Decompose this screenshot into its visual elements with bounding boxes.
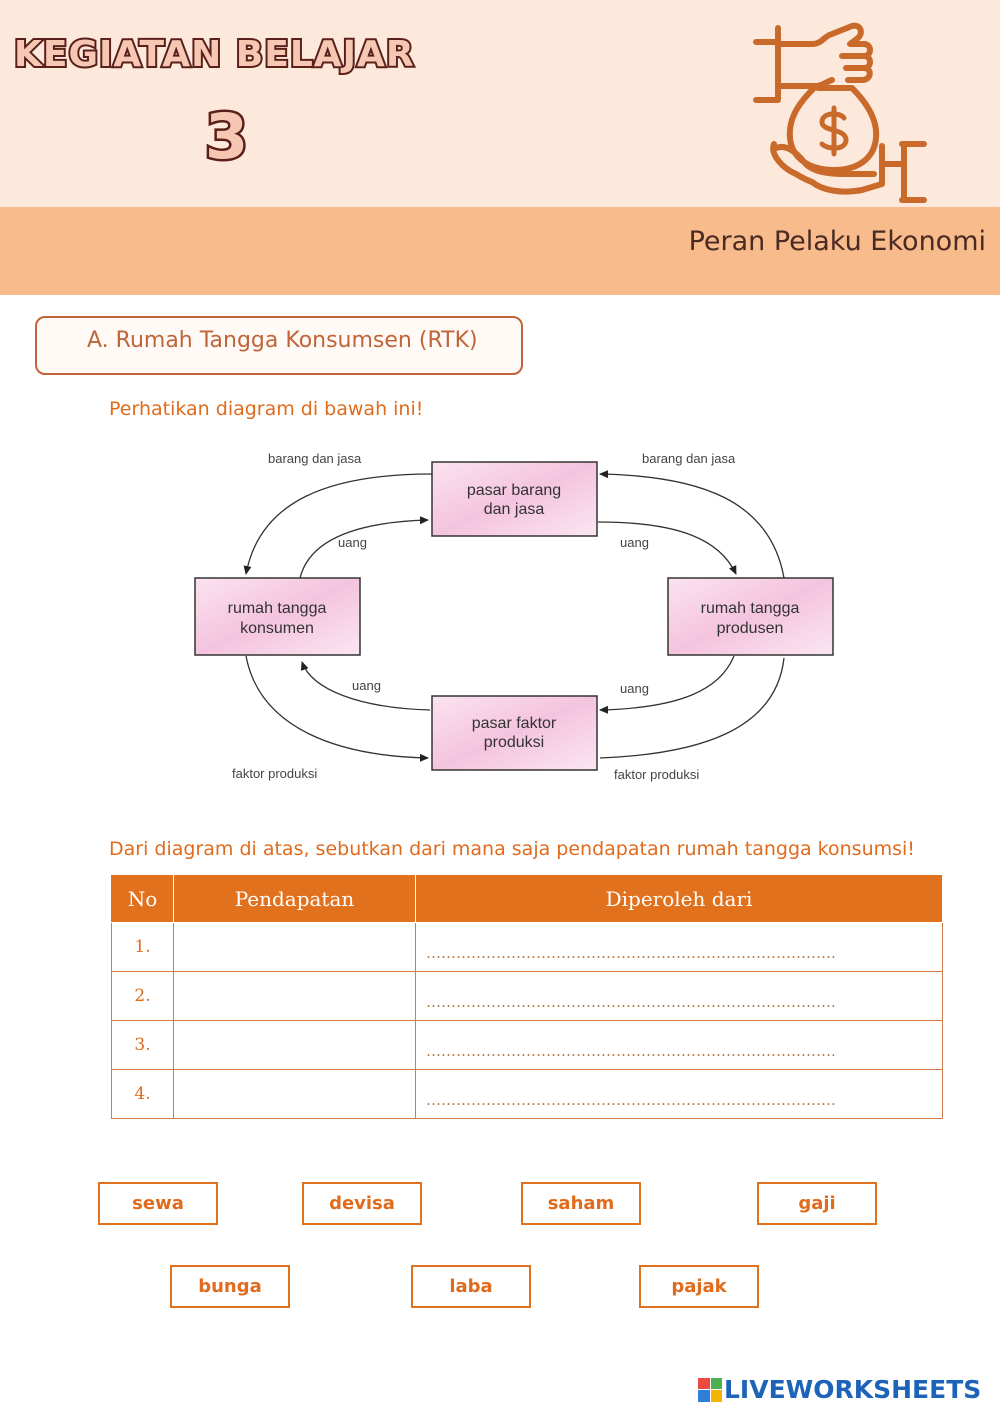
section-heading-box: A. Rumah Tangga Konsumsen (RTK) [35,316,523,375]
label-uang-bottom-left: uang [352,678,381,693]
money-bag-hands-icon [753,22,927,203]
answer-drop-slot[interactable] [173,971,416,1021]
box-pasar-barang: pasar barang dan jasa [431,461,598,537]
box-rumah-tangga-produsen: rumah tangga produsen [667,577,834,656]
row-number: 4. [111,1069,174,1119]
label-barang-jasa-right: barang dan jasa [642,451,736,466]
label-faktor-right: faktor produksi [614,767,699,782]
chip-sewa[interactable]: sewa [98,1182,218,1225]
liveworksheets-logo-icon [698,1377,722,1402]
label-barang-jasa-left: barang dan jasa [268,451,362,466]
chip-devisa[interactable]: devisa [302,1182,422,1225]
page-subtitle: Peran Pelaku Ekonomi [688,226,986,257]
section-heading: A. Rumah Tangga Konsumsen (RTK) [87,328,478,353]
label-faktor-left: faktor produksi [232,766,317,781]
box-rumah-tangga-konsumen: rumah tangga konsumen [194,577,361,656]
table-row: 1. ………………………………………………………………………. [111,922,943,972]
answer-drop-slot[interactable] [173,1069,416,1119]
box-pasar-faktor-line2: produksi [484,734,544,751]
liveworksheets-brand: LIVEWORKSHEETS [698,1375,981,1404]
chip-bunga[interactable]: bunga [170,1265,290,1308]
liveworksheets-wordmark: LIVEWORKSHEETS [724,1375,982,1404]
label-uang-bottom-right: uang [620,681,649,696]
instruction-table: Dari diagram di atas, sebutkan dari mana… [109,838,915,860]
header-band [0,207,1000,295]
header-pendapatan: Pendapatan [173,874,416,923]
chip-gaji[interactable]: gaji [757,1182,877,1225]
answer-text-field[interactable]: ………………………………………………………………………. [415,1020,943,1070]
label-uang-top-left: uang [338,535,367,550]
box-rtp-line1: rumah tangga [701,600,800,617]
lesson-title: KEGIATAN BELAJAR [12,32,416,77]
box-rtp-line2: produsen [717,620,784,637]
answer-text-field[interactable]: ………………………………………………………………………. [415,922,943,972]
label-uang-top-right: uang [620,535,649,550]
answer-drop-slot[interactable] [173,922,416,972]
box-pasar-faktor-line1: pasar faktor [472,715,557,732]
circular-flow-diagram: pasar barang dan jasa rumah tangga konsu… [194,451,834,782]
chip-saham[interactable]: saham [521,1182,641,1225]
box-pasar-faktor: pasar faktor produksi [431,695,598,771]
row-number: 3. [111,1020,174,1070]
table-row: 3. ………………………………………………………………………. [111,1020,943,1070]
table-row: 4. ………………………………………………………………………. [111,1069,943,1119]
answer-text-field[interactable]: ………………………………………………………………………. [415,971,943,1021]
table-row: 2. ………………………………………………………………………. [111,971,943,1021]
header-diperoleh: Diperoleh dari [415,874,943,923]
box-pasar-barang-line1: pasar barang [467,482,561,499]
chip-pajak[interactable]: pajak [639,1265,759,1308]
row-number: 2. [111,971,174,1021]
table-header-row: No Pendapatan Diperoleh dari [111,874,943,923]
chip-laba[interactable]: laba [411,1265,531,1308]
income-table: No Pendapatan Diperoleh dari 1. ……………………… [111,874,943,1119]
box-pasar-barang-line2: dan jasa [484,501,545,518]
row-number: 1. [111,922,174,972]
answer-drop-slot[interactable] [173,1020,416,1070]
instruction-diagram: Perhatikan diagram di bawah ini! [109,398,424,420]
answer-text-field[interactable]: ………………………………………………………………………. [415,1069,943,1119]
header-no: No [111,874,174,923]
box-rtk-line2: konsumen [240,620,314,637]
lesson-number: 3 [202,98,250,176]
box-rtk-line1: rumah tangga [228,600,327,617]
